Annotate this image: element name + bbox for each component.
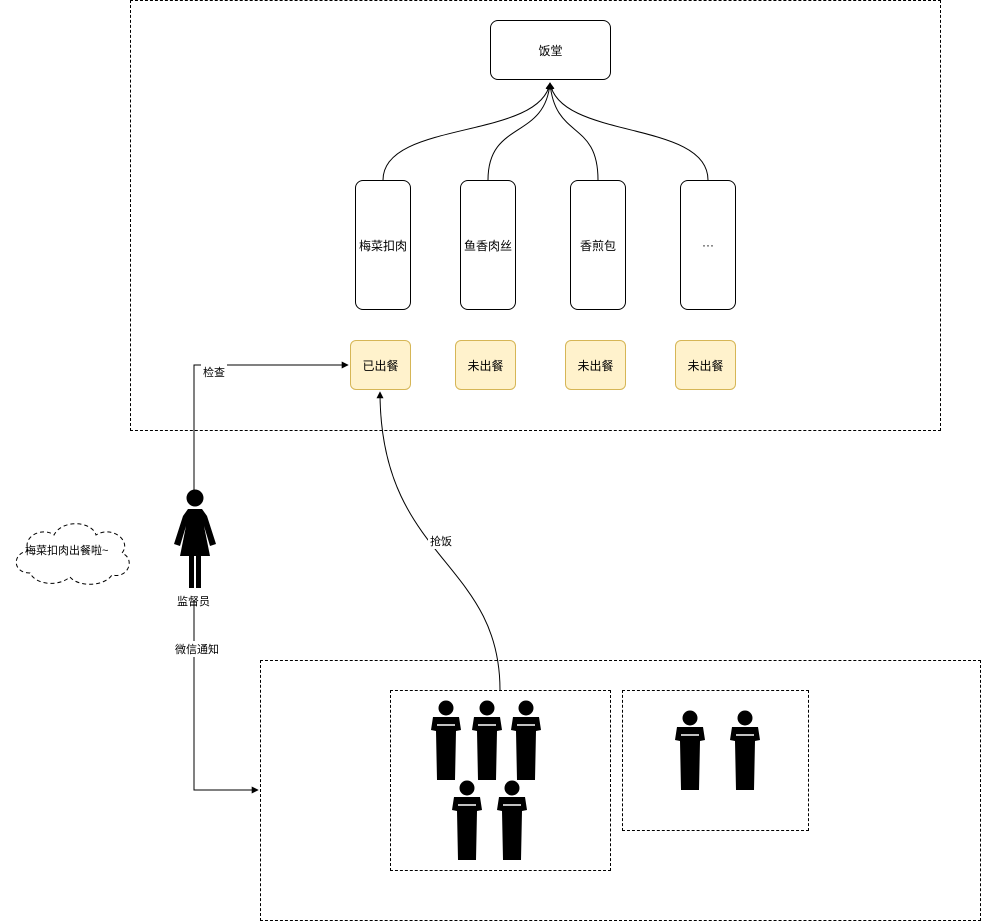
speech-cloud [15,523,130,585]
dish-label: 香煎包 [579,238,616,253]
status-node-1: 已出餐 [350,340,411,390]
student-icon [431,700,461,780]
edge-dish-4-canteen [547,82,709,181]
edge-grab-meal [376,391,501,691]
dish-node-2: 鱼香肉丝 [460,180,516,310]
student-group-b [622,690,809,831]
status-label: 已出餐 [362,358,399,373]
student-icon [675,710,705,790]
canteen-label: 饭堂 [538,43,563,58]
supervisor-label: 监督员 [177,596,210,608]
dish-label: ··· [702,238,714,252]
student-icon [497,780,527,860]
student-area [260,660,981,921]
edge-dish-2-canteen [487,82,553,181]
student-group-a [390,690,611,871]
student-icon [730,710,760,790]
speech-text: 梅菜扣肉出餐啦~ [25,545,109,557]
canteen-node: 饭堂 [490,20,611,80]
dish-label: 鱼香肉丝 [463,238,512,253]
edge-label-check: 检查 [201,364,227,380]
status-node-3: 未出餐 [565,340,626,390]
edge-wechat-notify [193,600,259,794]
edge-dish-1-canteen [382,82,553,181]
status-label: 未出餐 [577,358,614,373]
dish-label: 梅菜扣肉 [358,238,407,253]
edge-check [193,361,349,490]
supervisor-icon [174,489,216,588]
student-icon [511,700,541,780]
edge-label-grab-meal: 抢饭 [428,533,454,549]
status-node-4: 未出餐 [675,340,736,390]
dish-node-4: ··· [680,180,736,310]
status-node-2: 未出餐 [455,340,516,390]
dish-node-3: 香煎包 [570,180,626,310]
student-icon [472,700,502,780]
edge-label-wechat-notify: 微信通知 [173,641,221,657]
dish-node-1: 梅菜扣肉 [355,180,411,310]
status-label: 未出餐 [467,358,504,373]
status-label: 未出餐 [687,358,724,373]
edge-dish-3-canteen [547,82,599,181]
canteen-area [130,0,941,431]
student-icon [452,780,482,860]
